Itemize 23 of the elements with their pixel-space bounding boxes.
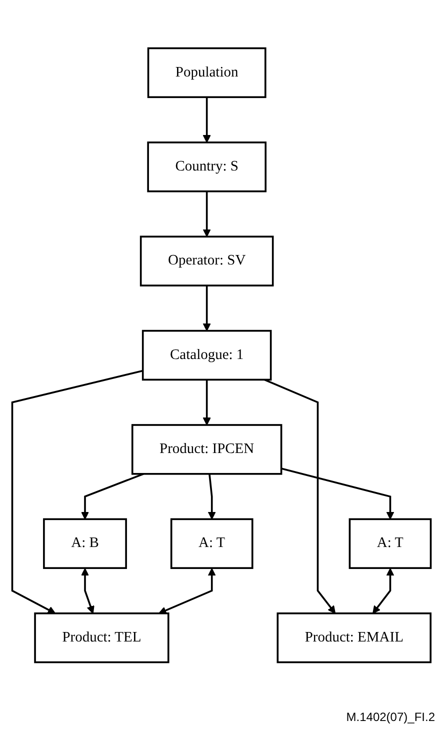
arrow [158,568,216,614]
node-box: A: B [43,518,127,569]
arrow [81,472,144,520]
node-box: Catalogue: 1 [142,330,272,380]
node-box: Population [147,47,266,98]
node-box: A: T [348,518,432,569]
node-box: Product: IPCEN [131,424,282,475]
arrow [11,370,144,614]
node-box: Country: S [147,141,266,192]
node-box: Product: TEL [34,612,170,663]
arrow [264,378,336,614]
arrow [281,467,394,520]
arrow [202,379,211,426]
arrow [202,285,211,331]
node-box: Product: EMAIL [276,612,432,663]
node-box: A: T [170,518,254,569]
arrow [81,568,94,614]
arrow [208,474,216,520]
arrow [202,96,211,143]
arrow [372,568,394,614]
node-box: Operator: SV [140,235,274,286]
figure-id: M.1402(07)_FI.2 [345,710,435,724]
arrow [202,191,211,237]
